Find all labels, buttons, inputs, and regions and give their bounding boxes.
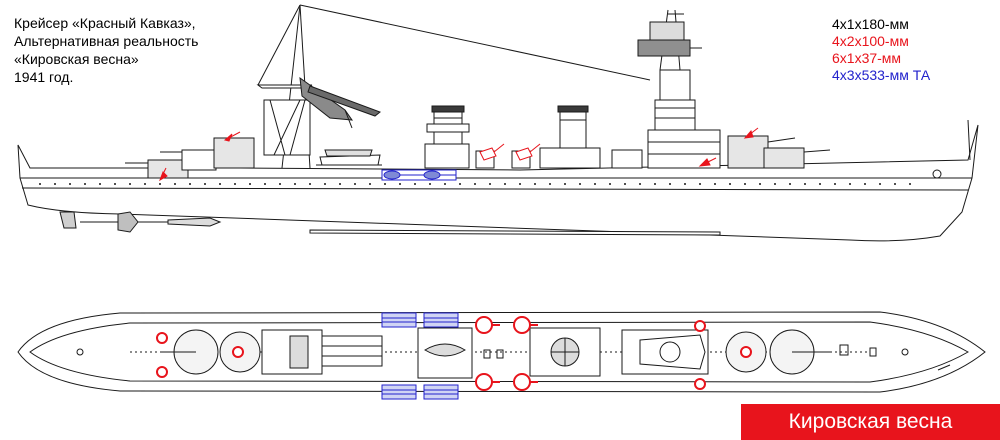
ship-boats — [316, 149, 382, 166]
plan-view — [17, 311, 986, 393]
legend-item-torpedoes: 4x3x533-мм ТА — [832, 67, 931, 83]
bridge-superstructure — [611, 9, 721, 169]
funnel-1-side — [424, 105, 470, 169]
title-banner: Кировская весна — [741, 404, 1000, 440]
aft-turret-1-plan — [160, 329, 219, 375]
caption-reality: Альтернативная реальность — [14, 33, 199, 49]
aa-100mm-plan — [475, 316, 538, 391]
fwd-turret-2-side — [763, 147, 831, 169]
anchor-icon — [932, 169, 942, 179]
drawing-caption: Крейсер «Красный Кавказ», Альтернативная… — [14, 14, 198, 86]
caption-ship-name: Крейсер «Красный Кавказ», — [14, 15, 196, 31]
aft-mast — [256, 4, 651, 169]
legend-item-main-guns: 4x1x180-мм — [832, 16, 909, 32]
side-profile — [17, 4, 979, 242]
aa-markers-side — [159, 127, 759, 182]
funnel-2-side — [539, 105, 601, 169]
banner-text: Кировская весна — [788, 410, 953, 433]
torpedo-tubes-side — [381, 169, 457, 181]
propeller-and-rudder — [59, 211, 222, 233]
caption-series: «Кировская весна» — [14, 51, 139, 67]
torpedo-tubes-plan — [381, 312, 459, 400]
aa-37mm-plan — [156, 320, 752, 390]
aft-turret-2-side — [125, 159, 189, 179]
portholes — [39, 183, 911, 185]
aft-turret-1-side — [160, 137, 255, 171]
caption-year: 1941 год. — [14, 69, 74, 85]
legend-item-100mm: 4x2x100-мм — [832, 33, 909, 49]
fwd-turret-2-plan — [769, 329, 832, 375]
legend-item-37mm: 6x1x37-мм — [832, 50, 902, 66]
hull-side — [17, 124, 979, 242]
armament-legend: 4x1x180-мм 4x2x100-мм 6x1x37-мм 4x3x533-… — [832, 16, 930, 84]
